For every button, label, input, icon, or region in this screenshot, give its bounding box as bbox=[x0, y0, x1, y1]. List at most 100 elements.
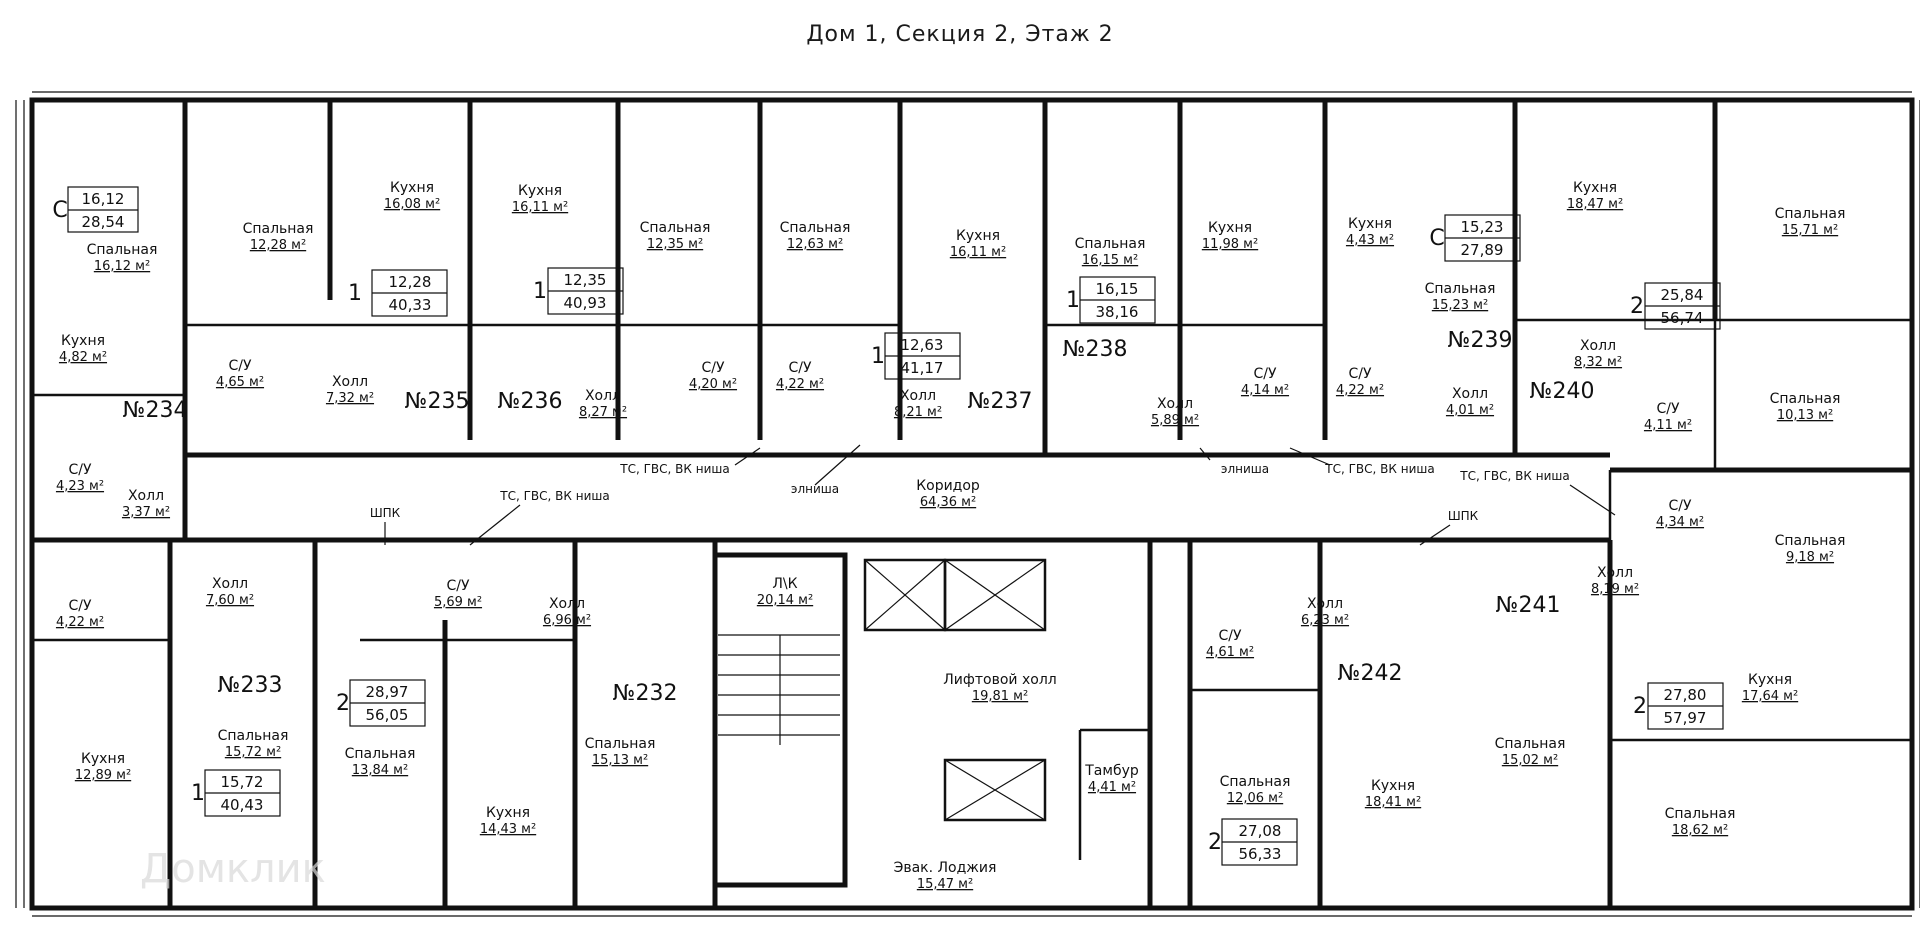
room-area: 16,11 м² bbox=[950, 245, 1006, 260]
apt-241-total: 57,97 bbox=[1664, 709, 1707, 727]
apt-234-number: №234 bbox=[123, 398, 188, 423]
apt-238-total: 38,16 bbox=[1096, 303, 1139, 321]
room-area: 12,63 м² bbox=[787, 237, 843, 252]
room-label: С/У bbox=[446, 578, 469, 594]
apt-237-total: 41,17 bbox=[901, 359, 944, 377]
apt-241-living: 27,80 bbox=[1664, 686, 1707, 704]
room-label: Холл bbox=[212, 576, 248, 592]
room-label: Холл bbox=[585, 388, 621, 404]
apt-233-summary: 1 15,72 40,43 bbox=[191, 769, 281, 817]
apt-242-number: №242 bbox=[1338, 661, 1403, 686]
room-label: Кухня bbox=[1208, 220, 1252, 236]
room-area: 16,15 м² bbox=[1082, 253, 1138, 268]
apt-236-number: №236 bbox=[498, 389, 563, 414]
apt-233-number: №233 bbox=[218, 673, 283, 698]
corridor-walls bbox=[32, 452, 1912, 543]
room-label: Спальная bbox=[1220, 774, 1291, 790]
apt-236-living: 12,35 bbox=[564, 271, 607, 289]
room-area: 4,43 м² bbox=[1346, 233, 1394, 248]
room-area: 4,22 м² bbox=[1336, 383, 1384, 398]
room-area: 8,21 м² bbox=[894, 405, 942, 420]
room-label: Холл bbox=[1597, 565, 1633, 581]
room-label: С/У bbox=[701, 360, 724, 376]
room-area: 18,62 м² bbox=[1672, 823, 1728, 838]
annotation-elniche: элниша bbox=[791, 482, 839, 496]
room-area: 4,82 м² bbox=[59, 350, 107, 365]
apt-242-total: 56,33 bbox=[1239, 845, 1282, 863]
room-area: 20,14 м² bbox=[757, 593, 813, 608]
room-label: Тамбур bbox=[1084, 763, 1139, 779]
apt-235-total: 40,33 bbox=[389, 296, 432, 314]
apt-236-total: 40,93 bbox=[564, 294, 607, 312]
annotations: ШПК ТС, ГВС, ВК ниша ТС, ГВС, ВК ниша эл… bbox=[370, 444, 1616, 546]
room-area: 8,32 м² bbox=[1574, 355, 1622, 370]
apt-236-type: 1 bbox=[533, 279, 547, 304]
room-label: С/У bbox=[1668, 498, 1691, 514]
room-label: Кухня bbox=[1748, 672, 1792, 688]
room-label: Спальная bbox=[1775, 206, 1846, 222]
apt-237-number: №237 bbox=[968, 389, 1033, 414]
room-label: С/У bbox=[68, 598, 91, 614]
apartment-summaries: С 16,12 28,54 1 12,28 40,33 1 12,35 40,9… bbox=[52, 186, 1724, 866]
room-area: 64,36 м² bbox=[920, 495, 976, 510]
apt-240-number: №240 bbox=[1530, 379, 1595, 404]
room-area: 6,96 м² bbox=[543, 613, 591, 628]
room-area: 4,14 м² bbox=[1241, 383, 1289, 398]
apt-241-number: №241 bbox=[1496, 593, 1561, 618]
annotation-niche: ТС, ГВС, ВК ниша bbox=[619, 462, 729, 476]
apt-237-type: 1 bbox=[871, 344, 885, 369]
room-area: 4,23 м² bbox=[56, 479, 104, 494]
bottom-partitions bbox=[32, 540, 1912, 908]
apt-238-living: 16,15 bbox=[1096, 280, 1139, 298]
room-label: Кухня bbox=[1348, 216, 1392, 232]
watermark-logo: Домклик bbox=[140, 846, 326, 892]
room-area: 4,22 м² bbox=[56, 615, 104, 630]
room-label: Эвак. Лоджия bbox=[894, 860, 997, 876]
apt-232-total: 56,05 bbox=[366, 706, 409, 724]
room-area: 12,28 м² bbox=[250, 238, 306, 253]
room-label: С/У bbox=[1348, 366, 1371, 382]
room-area: 16,08 м² bbox=[384, 197, 440, 212]
room-label: Холл bbox=[1157, 396, 1193, 412]
room-label: Коридор bbox=[916, 478, 980, 494]
top-partitions bbox=[32, 100, 1912, 540]
room-area: 8,27 м² bbox=[579, 405, 627, 420]
room-label: Спальная bbox=[1770, 391, 1841, 407]
apt-233-total: 40,43 bbox=[221, 796, 264, 814]
room-area: 11,98 м² bbox=[1202, 237, 1258, 252]
room-area: 7,32 м² bbox=[326, 391, 374, 406]
room-area: 4,11 м² bbox=[1644, 418, 1692, 433]
room-label: Спальная bbox=[345, 746, 416, 762]
room-label: Холл bbox=[1452, 386, 1488, 402]
room-label: Спальная bbox=[1775, 533, 1846, 549]
apt-242-type: 2 bbox=[1208, 830, 1222, 855]
room-area: 15,23 м² bbox=[1432, 298, 1488, 313]
room-label: Кухня bbox=[486, 805, 530, 821]
apt-240-living: 25,84 bbox=[1661, 286, 1704, 304]
room-area: 12,35 м² bbox=[647, 237, 703, 252]
room-label: Холл bbox=[1580, 338, 1616, 354]
apt-238-summary: 1 16,15 38,16 bbox=[1066, 276, 1156, 324]
room-area: 8,19 м² bbox=[1591, 582, 1639, 597]
apt-239-type: С bbox=[1429, 226, 1444, 251]
room-area: 15,71 м² bbox=[1782, 223, 1838, 238]
apt-239-summary: С 15,23 27,89 bbox=[1429, 214, 1521, 262]
room-area: 5,89 м² bbox=[1151, 413, 1199, 428]
apt-235-living: 12,28 bbox=[389, 273, 432, 291]
apt-237-summary: 1 12,63 41,17 bbox=[871, 332, 961, 380]
room-label: С/У bbox=[1656, 401, 1679, 417]
room-area: 18,47 м² bbox=[1567, 197, 1623, 212]
apt-239-number: №239 bbox=[1448, 328, 1513, 353]
apt-242-summary: 2 27,08 56,33 bbox=[1208, 818, 1298, 866]
apt-234-summary: С 16,12 28,54 bbox=[52, 186, 139, 233]
room-area: 15,72 м² bbox=[225, 745, 281, 760]
room-area: 18,41 м² bbox=[1365, 795, 1421, 810]
room-label: Кухня bbox=[518, 183, 562, 199]
apt-232-number: №232 bbox=[613, 681, 678, 706]
room-area: 12,89 м² bbox=[75, 768, 131, 783]
room-area: 4,61 м² bbox=[1206, 645, 1254, 660]
room-label: Спальная bbox=[1495, 736, 1566, 752]
room-label: Спальная bbox=[585, 736, 656, 752]
room-label: С/У bbox=[788, 360, 811, 376]
